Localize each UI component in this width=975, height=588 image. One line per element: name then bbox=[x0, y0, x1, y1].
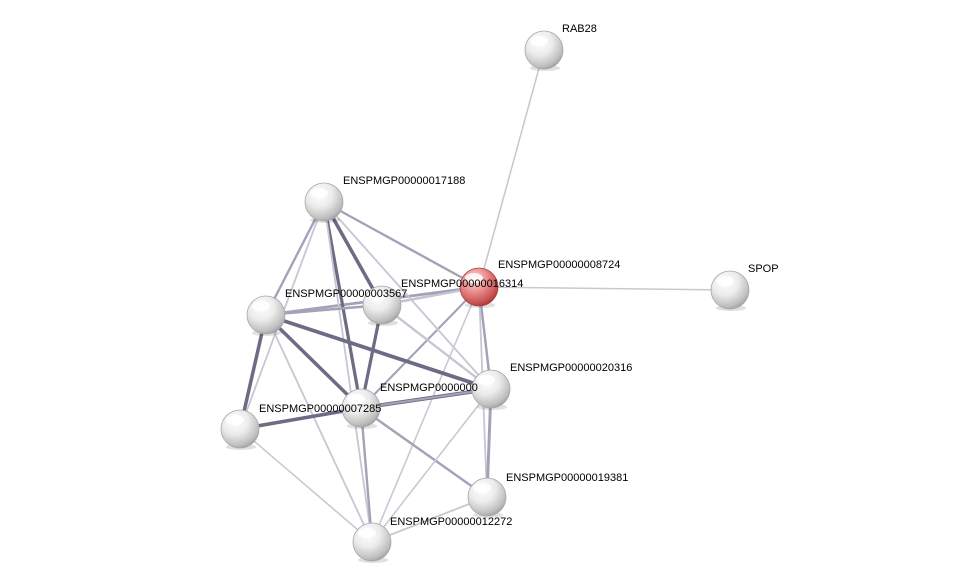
edge-ENSPMGP00000017188-ENSPMGP00000003567 bbox=[322, 200, 384, 307]
edge-lower-left-1 bbox=[238, 406, 363, 431]
node-label-ENSPMGP00000012272: ENSPMGP00000012272 bbox=[390, 516, 512, 528]
node-label-SPOP: SPOP bbox=[748, 263, 779, 275]
edge-ENSPMGP00000016314-ENSPMGP00000007285 bbox=[264, 313, 363, 410]
node-label-ENSPMGP00000019381: ENSPMGP00000019381 bbox=[506, 472, 628, 484]
edge-ENSPMGP00000007285-ENSPMGP00000012272 bbox=[359, 406, 374, 544]
node-SPOP[interactable] bbox=[710, 270, 750, 311]
edge-ENSPMGP00000016314-ENSPMGP00000003567 bbox=[264, 303, 384, 317]
edge-ENSPMGP00000017188-ENSPMGP00000012272 bbox=[323, 201, 373, 543]
node-ENSPMGP00000003567[interactable] bbox=[362, 285, 402, 326]
edge-ENSPMGP00000017188-ENSPMGP00000007285 bbox=[322, 200, 363, 410]
node-ENSPMGP00000017188[interactable] bbox=[304, 182, 344, 223]
edge-ENSPMGP00000017188-ENSPMGP00000016314 bbox=[264, 200, 326, 317]
node-ENSPMGP00000019381[interactable] bbox=[467, 477, 507, 518]
edge-ENSPMGP00000016314-ENSPMGP0000000 bbox=[264, 313, 493, 391]
edge-ENSPMGP00000016314-ENSPMGP00000012272 bbox=[265, 314, 373, 543]
edge-ENSPMGP00000003567-ENSPMGP0000000 bbox=[381, 304, 492, 390]
node-label-ENSPMGP00000016314: ENSPMGP00000016314 bbox=[401, 278, 523, 290]
edge-ENSPMGP00000008724-SPOP bbox=[478, 286, 731, 291]
node-label-ENSPMGP00000008724: ENSPMGP00000008724 bbox=[498, 259, 620, 271]
edge-ENSPMGP00000007285-ENSPMGP00000019381 bbox=[359, 406, 489, 499]
edge-ENSPMGP00000008724-ENSPMGP00000017188 bbox=[322, 200, 481, 289]
node-ENSPMGP00000008724[interactable] bbox=[459, 267, 499, 308]
node-ENSPMGP00000007285[interactable] bbox=[341, 388, 381, 429]
node-label-ENSPMGP0000000: ENSPMGP0000000 bbox=[380, 382, 478, 394]
edge-ENSPMGP00000008724-ENSPMGP00000012272 bbox=[371, 286, 480, 543]
edge-ENSPMGP00000017188-ENSPMGP00000020316 bbox=[323, 201, 492, 390]
labels-layer: RAB28SPOPENSPMGP00000008724ENSPMGP000000… bbox=[259, 23, 779, 528]
node-label-ENSPMGP00000020316: ENSPMGP00000020316 bbox=[510, 362, 632, 374]
node-ENSPMGP00000012272[interactable] bbox=[352, 522, 392, 563]
node-ENSPMGP00000020316[interactable] bbox=[471, 369, 511, 410]
node-lower-left-0[interactable] bbox=[220, 409, 260, 450]
edge-lower-left-0 bbox=[238, 313, 268, 431]
nodes-layer bbox=[220, 30, 750, 563]
node-label-RAB28: RAB28 bbox=[562, 23, 597, 35]
edge-ENSPMGP00000008724-ENSPMGP00000007285 bbox=[359, 285, 481, 410]
node-label-ENSPMGP00000007285: ENSPMGP00000007285 bbox=[259, 403, 381, 415]
edge-ENSPMGP00000019381-ENSPMGP00000012272 bbox=[371, 496, 488, 543]
node-ENSPMGP00000016314[interactable] bbox=[246, 295, 286, 336]
node-label-ENSPMGP00000003567: ENSPMGP00000003567 bbox=[285, 288, 407, 300]
edge-lower-left-2 bbox=[239, 428, 373, 543]
edge-ENSPMGP00000008724-RAB28 bbox=[478, 49, 545, 288]
node-RAB28[interactable] bbox=[524, 30, 564, 71]
edge-ENSPMGP00000007285-ENSPMGP00000020316 bbox=[359, 387, 493, 410]
node-label-ENSPMGP00000017188: ENSPMGP00000017188 bbox=[343, 175, 465, 187]
edge-ENSPMGP0000000-ENSPMGP00000012272 bbox=[371, 388, 492, 543]
